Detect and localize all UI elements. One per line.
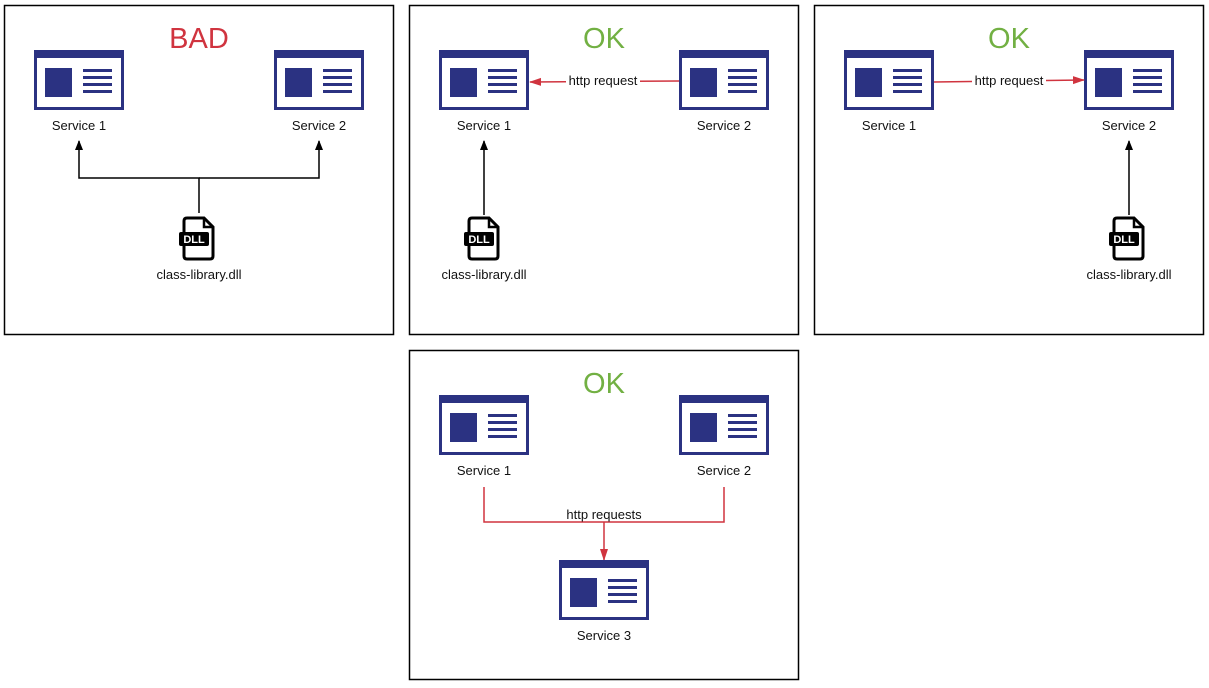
dll-label: class-library.dll <box>442 267 527 282</box>
panel-ok-shared-service: OK Service 1 Service 2 http requests Ser… <box>408 349 800 681</box>
service-1-label: Service 1 <box>457 463 511 478</box>
panel-ok-service1-to-service2: OK Service 1 Service 2 http request clas… <box>813 4 1205 336</box>
service-1-label: Service 1 <box>457 118 511 133</box>
request-label: http request <box>975 73 1044 88</box>
service-2-label: Service 2 <box>1102 118 1156 133</box>
service-2-label: Service 2 <box>292 118 346 133</box>
request-label: http request <box>569 73 638 88</box>
panel-title: OK <box>583 23 626 55</box>
service-1-label: Service 1 <box>862 118 916 133</box>
dll-file-icon <box>462 216 500 261</box>
service-1-label: Service 1 <box>52 118 106 133</box>
dll-file-icon <box>177 216 215 261</box>
dll-label: class-library.dll <box>1087 267 1172 282</box>
service-2-label: Service 2 <box>697 118 751 133</box>
service-2-label: Service 2 <box>697 463 751 478</box>
web-service-window-icon <box>439 395 529 455</box>
panel-title: BAD <box>169 23 229 55</box>
dll-label: class-library.dll <box>157 267 242 282</box>
panel-title: OK <box>583 368 626 400</box>
web-service-window-icon <box>1084 50 1174 110</box>
service-3-label: Service 3 <box>577 628 631 643</box>
request-label: http requests <box>566 507 642 522</box>
web-service-window-icon <box>274 50 364 110</box>
web-service-window-icon <box>439 50 529 110</box>
web-service-window-icon <box>679 50 769 110</box>
panel-ok-service2-to-service1: OK Service 1 Service 2 http request clas… <box>408 4 800 336</box>
panel-bad: BAD Service 1 Service 2 class-library.dl… <box>3 4 395 336</box>
panel-title: OK <box>988 23 1031 55</box>
web-service-window-icon <box>679 395 769 455</box>
web-service-window-icon <box>844 50 934 110</box>
web-service-window-icon <box>559 560 649 620</box>
dependency-arrow <box>199 140 323 179</box>
web-service-window-icon <box>34 50 124 110</box>
dll-file-icon <box>1107 216 1145 261</box>
dependency-arrow <box>75 140 200 213</box>
